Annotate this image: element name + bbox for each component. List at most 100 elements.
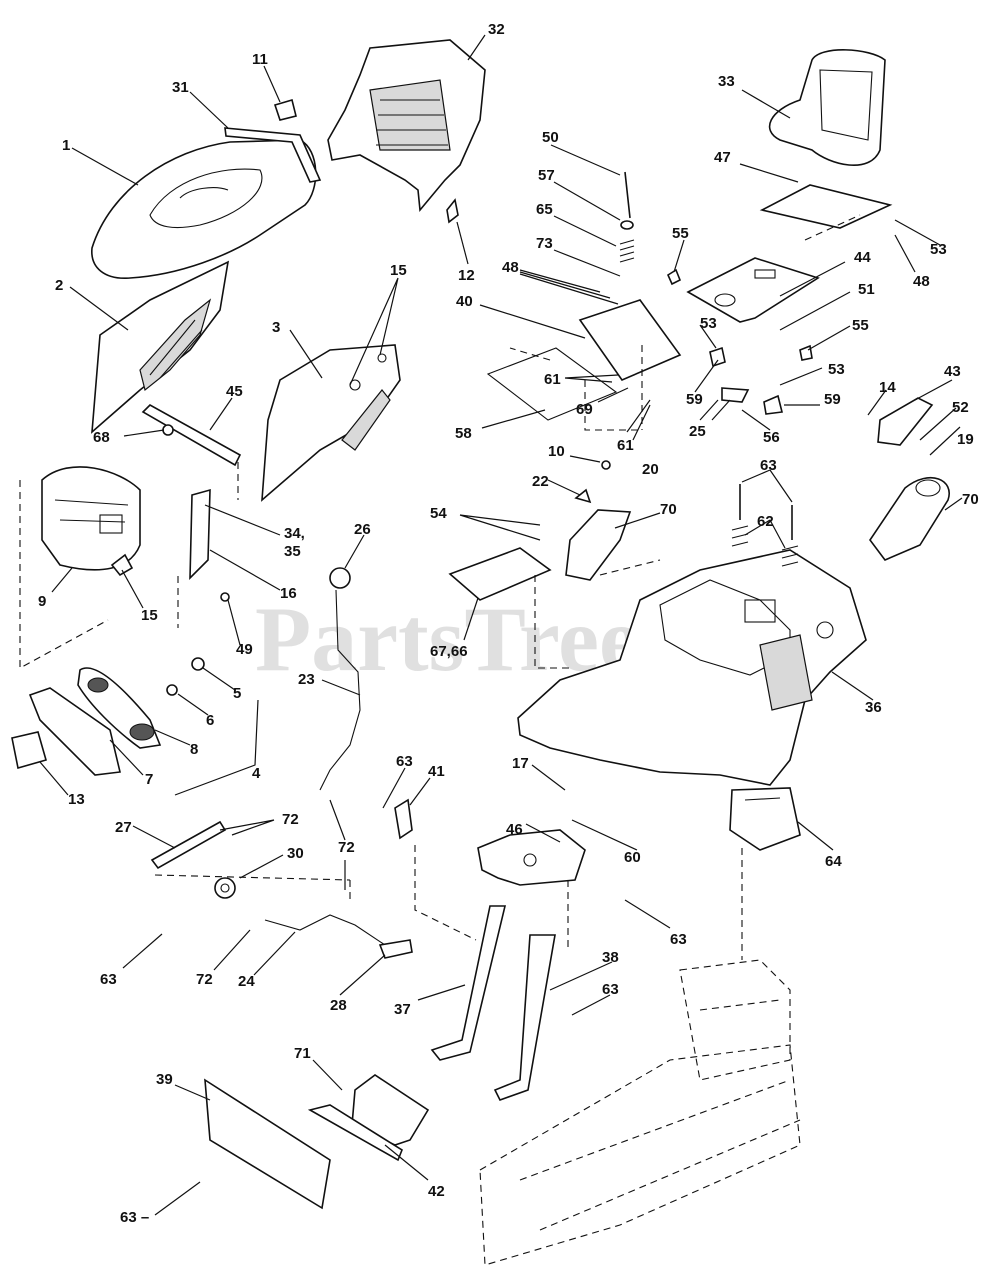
seat-plate-part-44[interactable] <box>686 257 820 323</box>
callout-49: 49 <box>236 641 253 658</box>
callout-10: 10 <box>548 443 565 460</box>
nut-part-55a[interactable] <box>666 268 682 286</box>
screw-part-49[interactable] <box>220 592 230 602</box>
callout-9: 9 <box>38 593 46 610</box>
callout-24: 24 <box>238 973 255 990</box>
callout-36: 36 <box>865 699 882 716</box>
callout-63-e: 63 <box>670 931 687 948</box>
pivot-part-30[interactable] <box>214 877 236 899</box>
clip-part-11[interactable] <box>273 98 297 121</box>
callout-59-right: 59 <box>824 391 841 408</box>
callout-58: 58 <box>455 425 472 442</box>
callout-48-left: 48 <box>502 259 519 276</box>
callout-64: 64 <box>825 853 842 870</box>
insert-part-22[interactable] <box>574 488 592 504</box>
seat-pan-part-47[interactable] <box>759 184 893 229</box>
pivot-plate-part-40[interactable] <box>578 299 682 381</box>
springs-part-62[interactable] <box>731 525 799 567</box>
callout-57: 57 <box>538 167 555 184</box>
callout-7: 7 <box>145 771 153 788</box>
callout-69: 69 <box>576 401 593 418</box>
brace-part-45[interactable] <box>141 404 242 467</box>
callout-61-bottom: 61 <box>617 437 634 454</box>
spring-part-65[interactable] <box>619 239 635 263</box>
plate-part-46[interactable] <box>477 829 586 886</box>
bulb-part-5[interactable] <box>191 657 205 671</box>
bracket-part-56[interactable] <box>721 387 750 403</box>
callout-1: 1 <box>62 137 70 154</box>
callout-43: 43 <box>944 363 961 380</box>
fender-part-36[interactable] <box>517 549 867 786</box>
callout-4: 4 <box>252 765 261 782</box>
shift-rod-part-23[interactable] <box>319 589 361 791</box>
clip-part-53[interactable] <box>709 346 726 368</box>
cover-part-39[interactable] <box>204 1078 331 1210</box>
bracket-part-34-35[interactable] <box>189 488 211 580</box>
callout-3: 3 <box>272 319 280 336</box>
clip-part-12[interactable] <box>446 198 459 224</box>
rod-part-27[interactable] <box>150 820 227 870</box>
support-part-37[interactable] <box>430 905 507 1061</box>
callout-44: 44 <box>854 249 871 266</box>
clip-part-59[interactable] <box>763 394 783 415</box>
assembly-guides <box>19 214 861 960</box>
callout-15-bottom: 15 <box>141 607 158 624</box>
link-part-24[interactable] <box>264 914 386 946</box>
callout-56: 56 <box>763 429 780 446</box>
callout-25: 25 <box>689 423 706 440</box>
bolt-part-50[interactable] <box>624 171 631 219</box>
callout-53-right: 53 <box>930 241 947 258</box>
hood-trim-part-31[interactable] <box>224 127 322 183</box>
headlight-bracket-part-7[interactable] <box>28 687 121 776</box>
callout-63-f: 63 <box>602 981 619 998</box>
callout-6: 6 <box>206 712 214 729</box>
headlight-part-8[interactable] <box>77 667 162 749</box>
callout-55-top: 55 <box>672 225 689 242</box>
callout-28: 28 <box>330 997 347 1014</box>
gasket-part-58[interactable] <box>486 347 618 421</box>
callout-19: 19 <box>957 431 974 448</box>
callout-38: 38 <box>602 949 619 966</box>
hood-part-1[interactable] <box>91 139 317 279</box>
decal-part-67-66[interactable] <box>448 547 552 601</box>
socket-part-6[interactable] <box>166 684 178 696</box>
seat-part-33[interactable] <box>768 49 886 166</box>
callout-70-right: 70 <box>962 491 979 508</box>
hood-side-panel-part-2[interactable] <box>91 260 230 434</box>
grille-part-9[interactable] <box>41 466 141 571</box>
nut-part-68[interactable] <box>162 424 174 436</box>
support-part-38[interactable] <box>493 934 556 1101</box>
callout-37: 37 <box>394 1001 411 1018</box>
callout-63-a: 63 <box>396 753 413 770</box>
shift-plate-part-43[interactable] <box>877 397 934 446</box>
callout-32: 32 <box>488 21 505 38</box>
callout-labels: 32 11 31 1 12 2 15 3 45 68 9 15 34, 35 1… <box>38 21 979 1226</box>
callout-61-top: 61 <box>544 371 561 388</box>
lens-part-13[interactable] <box>11 731 47 770</box>
callout-48-right: 48 <box>913 273 930 290</box>
dash-panel-part-32[interactable] <box>327 39 486 212</box>
callout-33: 33 <box>718 73 735 90</box>
screw-part-10[interactable] <box>601 460 611 470</box>
callout-50: 50 <box>542 129 559 146</box>
callout-27: 27 <box>115 819 132 836</box>
callout-17: 17 <box>512 755 529 772</box>
emblem-part-15[interactable] <box>110 553 134 577</box>
shift-cover-part-19[interactable] <box>869 476 950 561</box>
bracket-part-42[interactable] <box>307 1074 430 1162</box>
callout-13: 13 <box>68 791 85 808</box>
callout-26: 26 <box>354 521 371 538</box>
callout-31: 31 <box>172 79 189 96</box>
bracket-part-41[interactable] <box>394 798 413 840</box>
console-part-20[interactable] <box>565 509 632 581</box>
callout-62: 62 <box>757 513 774 530</box>
cup-holder-part-64[interactable] <box>729 787 801 851</box>
callout-30: 30 <box>287 845 304 862</box>
callout-5: 5 <box>233 685 241 702</box>
callout-70-left: 70 <box>660 501 677 518</box>
callout-12: 12 <box>458 267 475 284</box>
hood-side-panel-part-3[interactable] <box>261 344 401 502</box>
knob-part-26[interactable] <box>329 567 351 589</box>
washer-part-57[interactable] <box>620 220 634 230</box>
pin-part-28[interactable] <box>378 939 413 959</box>
